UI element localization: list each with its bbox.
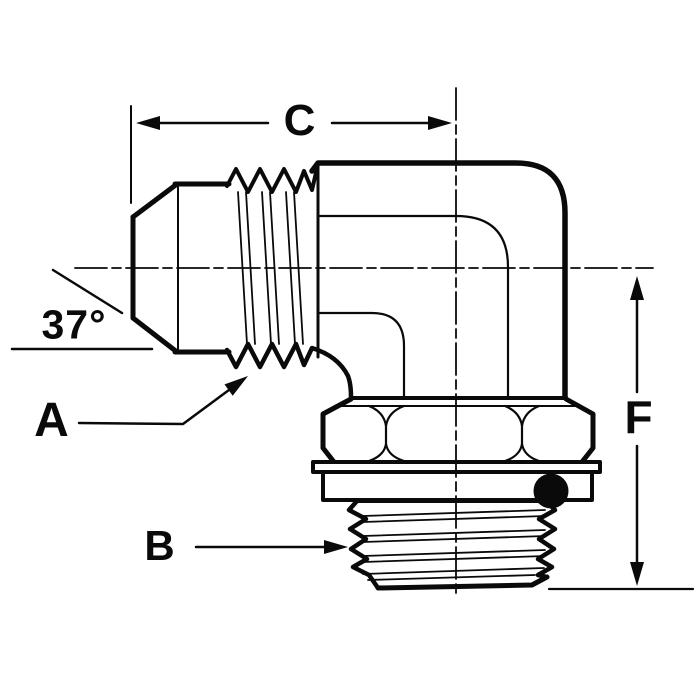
arrowhead-icon bbox=[324, 540, 348, 554]
elbow-body bbox=[309, 160, 568, 400]
orb-male-threads bbox=[346, 498, 558, 591]
flare-angle-label: 37° bbox=[41, 301, 107, 348]
hex-face-arcs bbox=[367, 404, 541, 463]
dimension-f bbox=[547, 276, 695, 591]
arrowhead-up-icon bbox=[630, 276, 644, 300]
callout-b-label: B bbox=[144, 522, 176, 569]
leader-a bbox=[77, 376, 248, 426]
thread-flank-lines bbox=[362, 509, 546, 581]
hex-wrench-flats bbox=[320, 396, 596, 465]
inner-bore-lower bbox=[316, 311, 406, 398]
angle-leader-line bbox=[51, 268, 124, 315]
dimension-c bbox=[130, 105, 452, 204]
leader-b bbox=[194, 540, 348, 554]
jic-male-threads bbox=[224, 162, 354, 400]
arrowhead-left-icon bbox=[136, 116, 160, 130]
arrowhead-icon bbox=[224, 376, 248, 396]
angle-callout bbox=[10, 268, 154, 351]
centerlines bbox=[74, 87, 654, 599]
boss-shoulder bbox=[321, 470, 594, 502]
dimension-c-label: C bbox=[283, 96, 317, 145]
jic-flare-nose bbox=[130, 181, 232, 355]
dimension-f-label: F bbox=[624, 391, 654, 443]
arrowhead-right-icon bbox=[428, 116, 452, 130]
arrowhead-down-icon bbox=[630, 562, 644, 586]
callout-a-label: A bbox=[34, 394, 70, 447]
inner-bore-upper bbox=[316, 214, 510, 398]
